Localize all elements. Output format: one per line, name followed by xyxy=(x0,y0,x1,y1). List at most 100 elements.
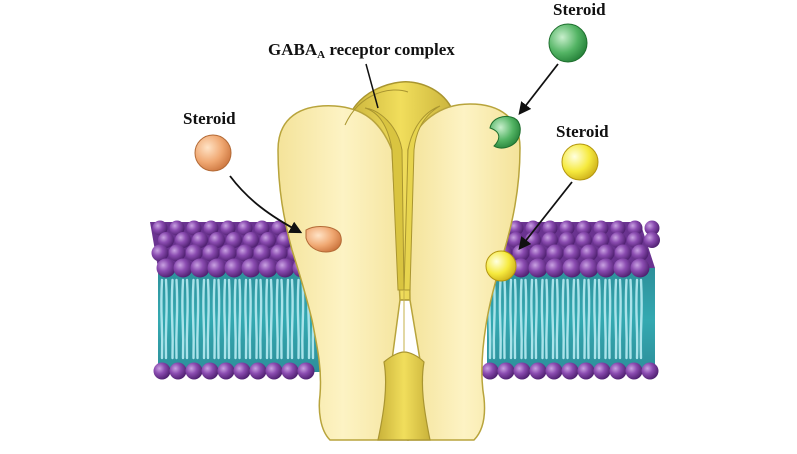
lipid-tail xyxy=(572,278,580,360)
bound-site-orange xyxy=(305,226,342,253)
lipid-head xyxy=(597,244,615,262)
lipid-head xyxy=(610,220,626,236)
lipid-head xyxy=(152,220,168,236)
lipid-head xyxy=(610,232,626,248)
lipid-head xyxy=(153,362,171,380)
lipid-head xyxy=(562,258,582,278)
lipid-tail xyxy=(624,278,633,360)
steroid-label-top: Steroid xyxy=(553,0,606,19)
lipid-tails xyxy=(160,278,643,360)
lipid-head xyxy=(525,220,541,236)
lipid-tail xyxy=(593,278,601,360)
lipid-tail xyxy=(223,278,231,360)
lipid-head xyxy=(641,362,659,380)
lipid-head xyxy=(207,258,227,278)
arrow-orange-to-site xyxy=(229,175,303,234)
lipid-tail xyxy=(233,278,242,360)
channel-lining-bottom xyxy=(377,351,431,441)
lipid-tail xyxy=(254,278,263,360)
gaba-a-receptor xyxy=(277,81,521,441)
lipid-tail xyxy=(202,278,210,360)
lipid-tail xyxy=(296,278,305,360)
lipid-head xyxy=(644,232,660,248)
receptor-complex-label: GABAA receptor complex xyxy=(268,41,455,61)
lipid-head xyxy=(192,232,208,248)
lipid-head xyxy=(542,232,558,248)
lipid-head xyxy=(233,362,251,380)
lipid-head xyxy=(203,220,219,236)
lipid-head xyxy=(580,244,598,262)
lipid-head xyxy=(270,244,288,262)
lipid-head xyxy=(559,220,575,236)
lipid-head xyxy=(275,258,295,278)
lipid-head xyxy=(529,362,547,380)
lipid-head xyxy=(186,220,202,236)
lipid-head xyxy=(224,258,244,278)
receptor-label-subscript: A xyxy=(317,49,326,61)
lipid-head xyxy=(546,244,564,262)
lipid-head xyxy=(156,258,176,278)
lipid-head xyxy=(168,244,186,262)
lipid-tail xyxy=(635,278,643,360)
bound-site-green xyxy=(489,115,521,149)
lipid-head xyxy=(158,232,174,248)
lipid-head xyxy=(217,362,235,380)
lipid-tail xyxy=(286,278,294,360)
lipid-head xyxy=(497,362,515,380)
lipid-head xyxy=(190,258,210,278)
lipid-head xyxy=(254,220,270,236)
lipid-tail xyxy=(181,278,189,360)
lipid-head xyxy=(169,362,187,380)
lipid-head xyxy=(529,244,547,262)
steroid-label-left: Steroid xyxy=(183,109,236,128)
lipid-head xyxy=(513,362,531,380)
lipid-head xyxy=(630,258,650,278)
steroid-label-right: Steroid xyxy=(556,122,609,141)
lipid-head xyxy=(596,258,616,278)
lipid-tail xyxy=(603,278,612,360)
lipid-head xyxy=(201,362,219,380)
lipid-head xyxy=(593,220,609,236)
lipid-head xyxy=(175,232,191,248)
membrane-core-right xyxy=(487,268,655,372)
lipid-head xyxy=(627,232,643,248)
lipid-tail xyxy=(170,278,179,360)
lipid-head xyxy=(151,244,169,262)
lipid-tail xyxy=(561,278,570,360)
lipid-head xyxy=(241,258,261,278)
channel-lining-top-right xyxy=(403,105,441,291)
lipid-head xyxy=(281,362,299,380)
lipid-tail xyxy=(551,278,559,360)
steroid-orange-molecule xyxy=(194,134,232,172)
lipid-head xyxy=(185,362,203,380)
lipid-head xyxy=(576,220,592,236)
lipid-head xyxy=(561,362,579,380)
steroid-yellow-molecule xyxy=(561,143,599,181)
receptor-subunit-left xyxy=(277,105,410,441)
lipid-head xyxy=(579,258,599,278)
bound-site-yellow xyxy=(485,250,517,282)
lipid-head xyxy=(243,232,259,248)
lipid-tail xyxy=(265,278,273,360)
lipid-head xyxy=(265,362,283,380)
dome-front-curve xyxy=(344,89,409,126)
receptor-label-suffix: receptor complex xyxy=(325,40,455,59)
lipid-head xyxy=(169,220,185,236)
lipid-tail xyxy=(160,278,168,360)
lipid-head xyxy=(545,362,563,380)
lipid-head xyxy=(559,232,575,248)
arrow-green-to-site xyxy=(518,63,559,115)
lipid-tail xyxy=(509,278,517,360)
lipid-head xyxy=(627,220,643,236)
lipid-heads-top xyxy=(151,220,660,278)
lipid-head xyxy=(297,362,315,380)
lipid-heads-bottom xyxy=(153,362,659,380)
lipid-head xyxy=(625,362,643,380)
lipid-tail xyxy=(582,278,591,360)
lipid-head xyxy=(173,258,193,278)
lipid-head xyxy=(220,220,236,236)
steroid-green-molecule xyxy=(548,23,588,63)
lipid-tail xyxy=(275,278,284,360)
lipid-head xyxy=(185,244,203,262)
